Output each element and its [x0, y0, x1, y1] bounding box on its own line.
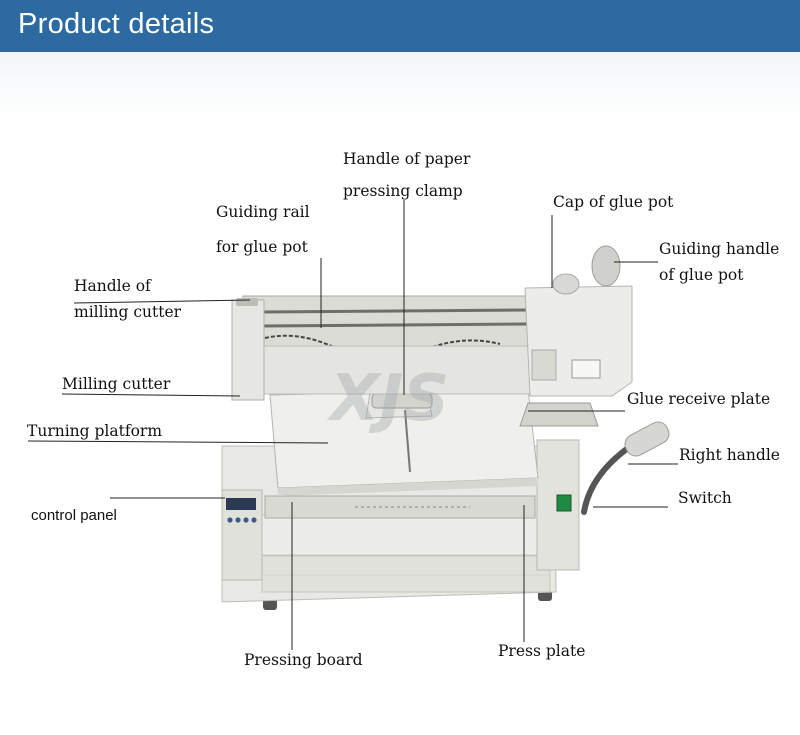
- label-press-plate: Press plate: [498, 642, 586, 660]
- glue-pot: [524, 245, 633, 397]
- watermark-text: XJS: [326, 362, 449, 436]
- label-milling-cutter: Milling cutter: [62, 375, 171, 393]
- milling-cutter-housing: [231, 298, 265, 401]
- glue-receive-plate-part: [519, 402, 599, 427]
- label-guiding-handle-2: of glue pot: [659, 266, 744, 284]
- right-handle-part: [581, 421, 670, 515]
- label-right-handle: Right handle: [679, 446, 780, 464]
- header-bar: Product details: [0, 0, 800, 52]
- leader-lines: [27, 200, 678, 650]
- label-turning-platform: Turning platform: [27, 422, 163, 440]
- label-glue-receive-plate: Glue receive plate: [627, 390, 771, 408]
- label-pressing-board: Pressing board: [244, 651, 363, 669]
- label-guiding-rail-2: for glue pot: [216, 238, 308, 256]
- pressing-board-part: [264, 495, 536, 519]
- switch-housing: [536, 439, 580, 571]
- label-cap-glue-pot: Cap of glue pot: [553, 193, 674, 211]
- label-handle-milling-2: milling cutter: [74, 303, 182, 321]
- label-switch: Switch: [678, 489, 732, 507]
- background-haze: [0, 52, 800, 127]
- label-guiding-handle-1: Guiding handle: [659, 240, 780, 258]
- label-handle-paper-clamp-1: Handle of paper: [343, 150, 471, 168]
- label-handle-milling-1: Handle of: [74, 277, 151, 295]
- label-control-panel: control panel: [31, 507, 117, 524]
- control-panel: [221, 489, 263, 581]
- turning-platform-part: [269, 388, 539, 496]
- label-guiding-rail-1: Guiding rail: [216, 203, 310, 221]
- page-title: Product details: [18, 8, 215, 40]
- label-handle-paper-clamp-2: pressing clamp: [343, 182, 463, 200]
- rear-frame: [242, 295, 534, 395]
